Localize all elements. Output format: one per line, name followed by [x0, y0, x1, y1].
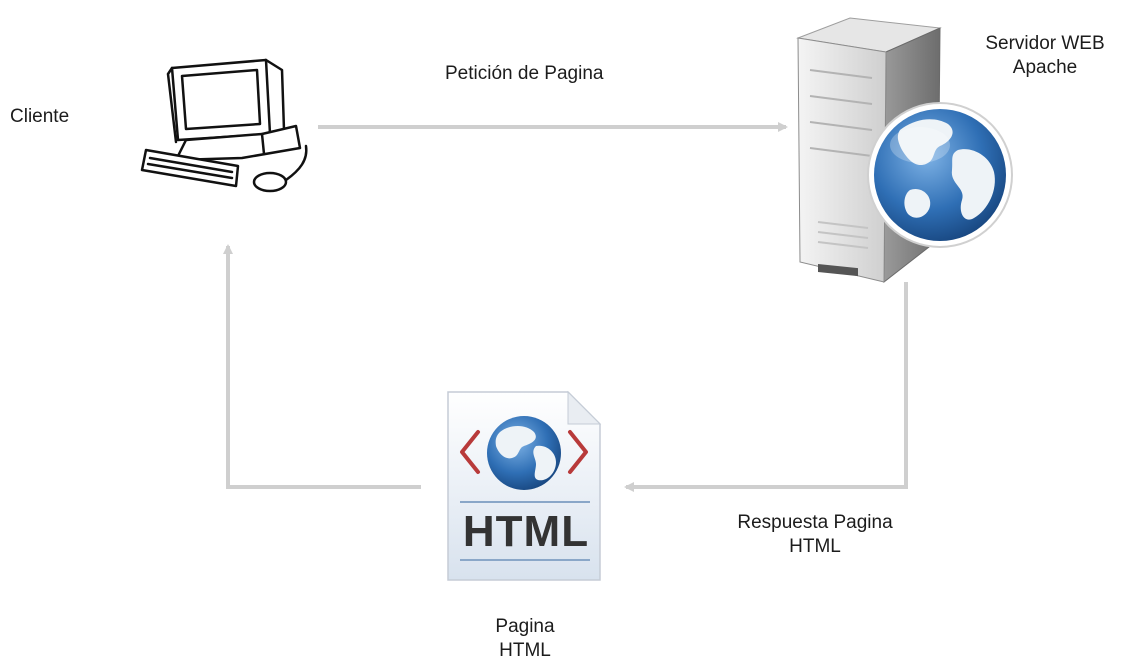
- return-arrow: [223, 244, 421, 489]
- html-document-icon: [447, 390, 602, 581]
- client-label-text: Cliente: [10, 106, 70, 127]
- response-arrow: [624, 282, 908, 492]
- server-label-line2: Apache: [1012, 57, 1078, 78]
- response-label-line1: Respuesta Pagina: [737, 512, 893, 533]
- server-label-line1: Servidor WEB: [985, 33, 1105, 54]
- computer-icon: [140, 58, 308, 193]
- page-label-line1: Pagina: [495, 616, 555, 637]
- page-label-line2: HTML: [499, 640, 551, 661]
- client-label: Cliente: [10, 105, 69, 129]
- globe-icon: [867, 102, 1013, 248]
- page-label: Pagina HTML: [470, 615, 580, 663]
- response-label-line2: HTML: [789, 536, 841, 557]
- html-document-text: HTML: [462, 507, 590, 556]
- response-label: Respuesta Pagina HTML: [700, 511, 930, 559]
- server-label: Servidor WEB Apache: [970, 32, 1120, 80]
- request-label: Petición de Pagina: [445, 62, 603, 86]
- request-label-text: Petición de Pagina: [445, 63, 604, 84]
